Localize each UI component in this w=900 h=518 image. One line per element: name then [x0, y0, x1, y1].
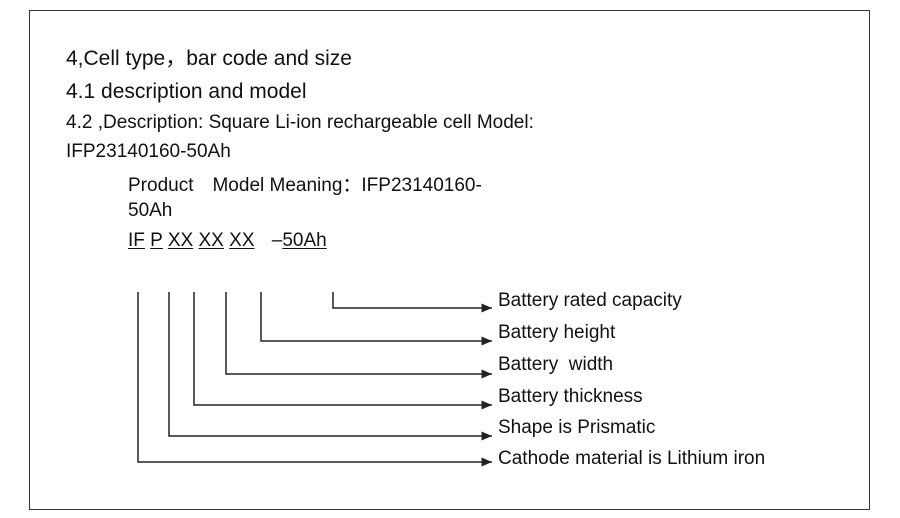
code-part-cathode: IF: [128, 230, 145, 251]
leader-height: [260, 292, 492, 346]
legend-shape: Shape is Prismatic: [498, 417, 656, 438]
leader-cathode: [137, 292, 492, 467]
leader-capacity: [332, 292, 492, 313]
code-part-height: XX: [229, 230, 255, 251]
description-text: 4.2 ,Description: Square Li-ion recharge…: [66, 112, 534, 133]
section-heading: 4,Cell type，bar code and size: [66, 47, 352, 70]
legend-width: Battery width: [498, 354, 614, 375]
legend-thickness: Battery thickness: [498, 386, 643, 407]
legend-height: Battery height: [498, 322, 616, 343]
code-dash: –: [271, 230, 283, 251]
document-frame: [29, 10, 870, 510]
code-part-thickness: XX: [167, 230, 194, 251]
code-part-capacity: 50Ah: [282, 230, 327, 251]
model-text: IFP23140160-50Ah: [66, 141, 231, 162]
leader-thickness: [193, 292, 492, 410]
model-meaning-cont: 50Ah: [128, 200, 173, 221]
leader-shape: [168, 292, 492, 441]
code-part-width: XX: [198, 230, 224, 251]
subsection-heading: 4.1 description and model: [66, 80, 307, 103]
code-part-shape: P: [150, 230, 163, 251]
model-meaning-label: Product Model Meaning：IFP23140160-: [128, 175, 482, 196]
legend-cathode: Cathode material is Lithium iron: [498, 448, 766, 469]
leader-width: [225, 292, 492, 379]
legend-capacity: Battery rated capacity: [498, 290, 682, 311]
